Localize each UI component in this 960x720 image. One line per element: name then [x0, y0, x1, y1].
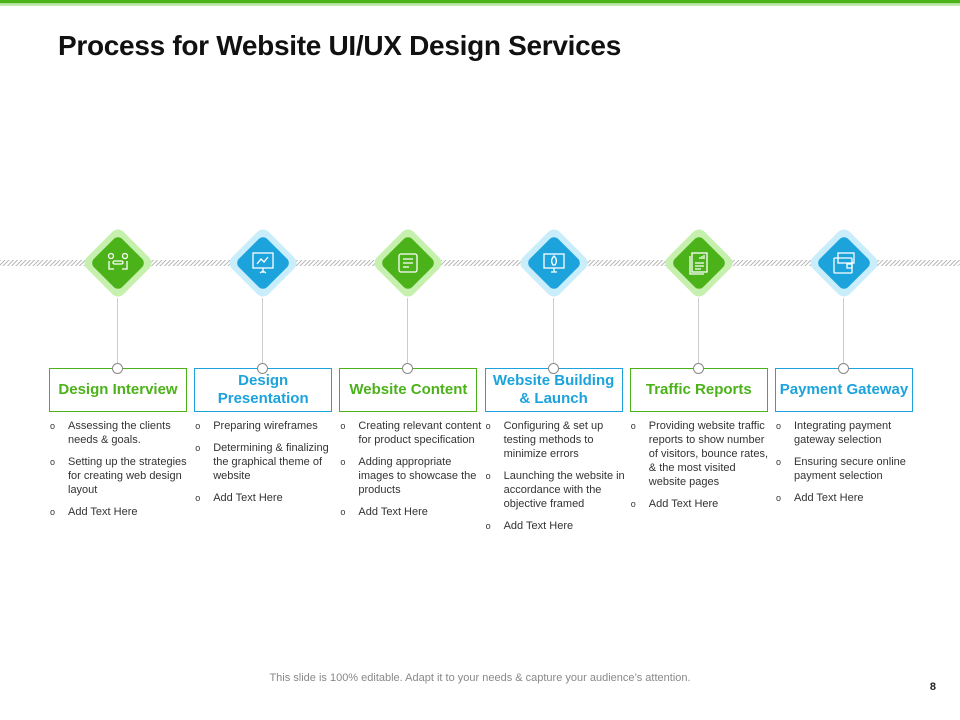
step-title: Payment Gateway — [779, 381, 909, 398]
bullet-item: Setting up the strategies for creating w… — [49, 455, 191, 497]
step-diamond — [516, 226, 591, 300]
presentation-board-icon — [252, 252, 274, 274]
step-title: Website Building & Launch — [492, 372, 615, 407]
bullet-item: Creating relevant content for product sp… — [339, 419, 481, 447]
step-diamond — [371, 226, 446, 300]
connector-dot — [547, 363, 559, 374]
connector-dot — [402, 363, 414, 374]
connector-dot — [257, 363, 269, 374]
step-title-box: Design Interview — [49, 368, 187, 412]
connector-line — [262, 298, 264, 364]
step-bullets: Configuring & set up testing methods to … — [485, 419, 627, 541]
step-bullets: Providing website traffic reports to sho… — [630, 419, 772, 519]
connector-line — [552, 298, 554, 364]
bullet-item: Add Text Here — [194, 491, 336, 505]
connector-dot — [112, 363, 123, 374]
step-title-box: Traffic Reports — [629, 368, 768, 412]
bullet-item: Add Text Here — [485, 519, 627, 533]
bullet-item: Add Text Here — [775, 491, 917, 505]
bullet-item: Integrating payment gateway selection — [775, 419, 917, 447]
bullet-item: Add Text Here — [49, 505, 191, 519]
wallet-icon — [833, 252, 855, 274]
step-bullets: Integrating payment gateway selectionEns… — [775, 419, 917, 513]
connector-dot — [692, 363, 704, 374]
rocket-monitor-icon — [542, 253, 565, 273]
step-title: Website Content — [349, 381, 468, 398]
document-icon — [398, 253, 419, 273]
bullet-item: Providing website traffic reports to sho… — [630, 419, 772, 489]
bullet-item: Assessing the clients needs & goals. — [49, 419, 191, 447]
bullet-item: Launching the website in accordance with… — [485, 469, 627, 511]
connector-line — [843, 298, 844, 364]
bullet-item: Determining & finalizing the graphical t… — [194, 441, 336, 483]
connector-dot — [838, 363, 849, 374]
bullet-item: Add Text Here — [630, 497, 772, 511]
top-accent-bar — [0, 0, 960, 6]
step-title: Design Interview — [58, 381, 178, 398]
step-title: Design Presentation — [217, 372, 309, 407]
step-diamond — [226, 226, 300, 300]
step-diamond — [807, 226, 881, 300]
bullet-item: Configuring & set up testing methods to … — [485, 419, 627, 461]
connector-line — [407, 298, 409, 364]
step-bullets: Creating relevant content for product sp… — [339, 419, 481, 527]
bullet-item: Ensuring secure online payment selection — [775, 455, 917, 483]
step-title-box: Design Presentation — [194, 368, 333, 412]
step-bullets: Preparing wireframesDetermining & finali… — [194, 419, 336, 513]
step-title: Traffic Reports — [645, 381, 752, 398]
bullet-item: Adding appropriate images to showcase th… — [339, 455, 481, 497]
page-number: 8 — [929, 681, 936, 693]
step-title-box: Website Building & Launch — [484, 368, 623, 412]
step-diamond — [662, 226, 736, 300]
page-title: Process for Website UI/UX Design Service… — [58, 30, 621, 61]
timeline-line — [0, 260, 960, 266]
step-title-box: Payment Gateway — [775, 368, 913, 412]
footer-note: This slide is 100% editable. Adapt it to… — [269, 672, 691, 684]
report-icon — [689, 252, 708, 275]
connector-line — [697, 298, 699, 364]
connector-line — [117, 298, 118, 364]
meeting-icon — [107, 252, 129, 270]
bullet-item: Preparing wireframes — [194, 419, 336, 433]
bullet-item: Add Text Here — [339, 505, 481, 519]
step-bullets: Assessing the clients needs & goals. Sett… — [49, 419, 191, 527]
step-diamond — [81, 226, 155, 300]
step-title-box: Website Content — [339, 368, 478, 412]
